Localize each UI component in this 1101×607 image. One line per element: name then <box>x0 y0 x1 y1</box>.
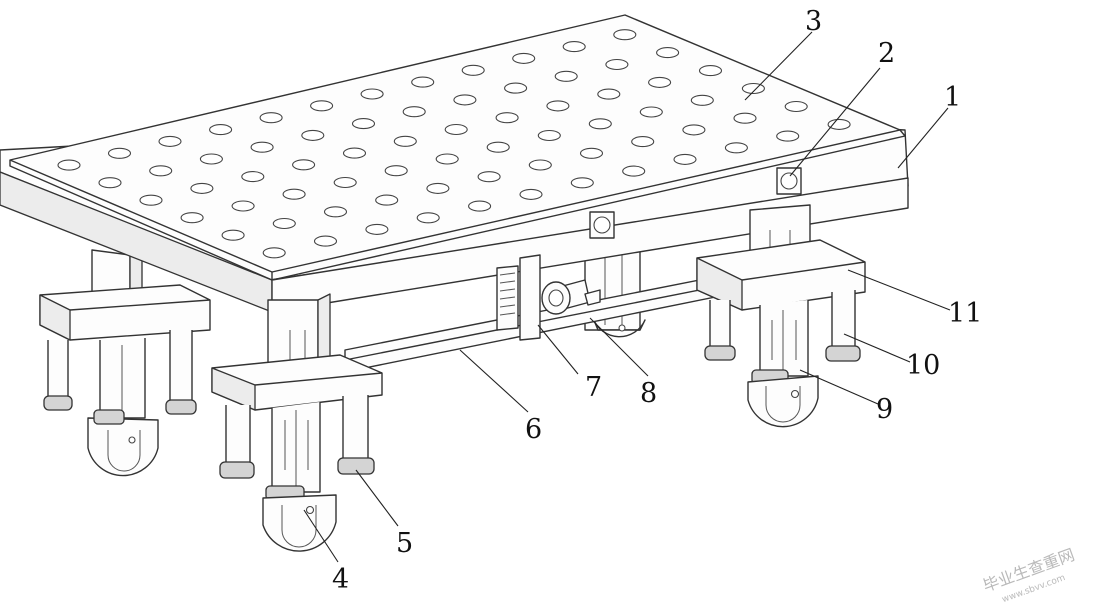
plate-hole <box>241 171 265 183</box>
label-5: 5 <box>396 528 413 559</box>
plate-hole <box>656 47 680 59</box>
plate-hole <box>301 129 325 141</box>
plate-hole <box>375 194 399 206</box>
plate-hole <box>342 147 367 159</box>
plate-hole <box>622 165 646 177</box>
plate-hole <box>262 247 286 259</box>
plate-hole <box>393 135 417 147</box>
plate-hole <box>333 176 357 189</box>
plate-hole <box>554 70 578 82</box>
plate-hole <box>149 165 173 177</box>
plate-hole <box>139 194 163 206</box>
plate-hole <box>477 171 501 183</box>
leader-lines <box>303 31 951 563</box>
plate-hole <box>272 217 296 230</box>
plate-hole <box>461 64 485 76</box>
plate-hole <box>323 206 348 218</box>
plate-hole <box>648 76 672 88</box>
plate-hole <box>453 94 477 106</box>
front-right-support <box>696 204 866 428</box>
plate-hole <box>468 200 492 212</box>
plate-hole <box>209 124 233 136</box>
plate-hole <box>180 212 204 224</box>
plate-hole <box>512 52 536 64</box>
plate-hole <box>827 118 851 130</box>
plate-hole <box>776 130 800 142</box>
plate-hole <box>199 153 223 165</box>
plate-hole <box>310 100 334 112</box>
plate-hole <box>282 188 306 200</box>
plate-hole <box>528 159 552 171</box>
label-10: 10 <box>906 350 940 381</box>
plate-hole <box>504 82 528 94</box>
plate-hole <box>444 123 468 136</box>
label-7: 7 <box>585 372 602 403</box>
plate-hole <box>698 65 723 77</box>
label-9: 9 <box>876 394 893 425</box>
plate-hole <box>631 136 655 148</box>
plate-hole <box>673 153 697 165</box>
plate-hole <box>579 147 604 159</box>
label-8: 8 <box>640 378 657 409</box>
plate-hole <box>384 165 408 177</box>
plate-hole <box>733 112 757 124</box>
plate-hole <box>190 182 214 194</box>
plate-hole <box>537 129 561 142</box>
front-left-support <box>211 293 383 552</box>
watermark: 毕业生查重网 www.sbvv.com <box>980 545 1077 605</box>
plate-hole <box>98 177 122 189</box>
plate-hole <box>486 141 510 153</box>
plate-hole <box>259 112 283 124</box>
plate-hole <box>784 100 808 113</box>
label-4: 4 <box>332 564 349 595</box>
plate-hole <box>682 124 706 136</box>
label-11: 11 <box>948 298 982 329</box>
label-2: 2 <box>878 38 895 69</box>
plate-hole <box>107 147 132 159</box>
plate-hole <box>250 141 274 153</box>
plate-hole <box>365 223 389 235</box>
plate-hole <box>416 212 440 224</box>
plate-hole <box>639 106 663 118</box>
plate-hole <box>435 153 459 165</box>
plate-hole <box>221 229 245 241</box>
plate-hole <box>597 88 621 100</box>
plate-hole <box>562 41 586 53</box>
plate-hole <box>519 188 543 200</box>
back-left-support <box>39 249 211 477</box>
plate-hole <box>351 118 376 130</box>
plate-hole <box>588 118 612 130</box>
plate-hole <box>605 58 629 71</box>
part-labels: 1 2 3 4 5 6 7 8 9 10 11 <box>332 6 982 595</box>
plate-hole <box>313 235 338 247</box>
plate-hole <box>724 142 748 154</box>
plate-hole <box>360 88 384 100</box>
label-6: 6 <box>525 414 542 445</box>
plate-hole <box>426 182 450 194</box>
plate-hole <box>292 159 316 171</box>
plate-hole <box>231 200 255 212</box>
label-1: 1 <box>944 82 961 113</box>
plate-hole <box>495 112 519 124</box>
plate-holes <box>57 29 851 259</box>
plate-hole <box>690 94 714 106</box>
label-3: 3 <box>805 6 822 37</box>
plate-hole <box>57 159 81 171</box>
plate-hole <box>411 76 435 88</box>
plate-hole <box>546 100 570 112</box>
plate-hole <box>613 29 637 41</box>
plate-hole <box>158 135 182 147</box>
plate-hole <box>402 106 426 118</box>
plate-hole <box>570 177 594 189</box>
